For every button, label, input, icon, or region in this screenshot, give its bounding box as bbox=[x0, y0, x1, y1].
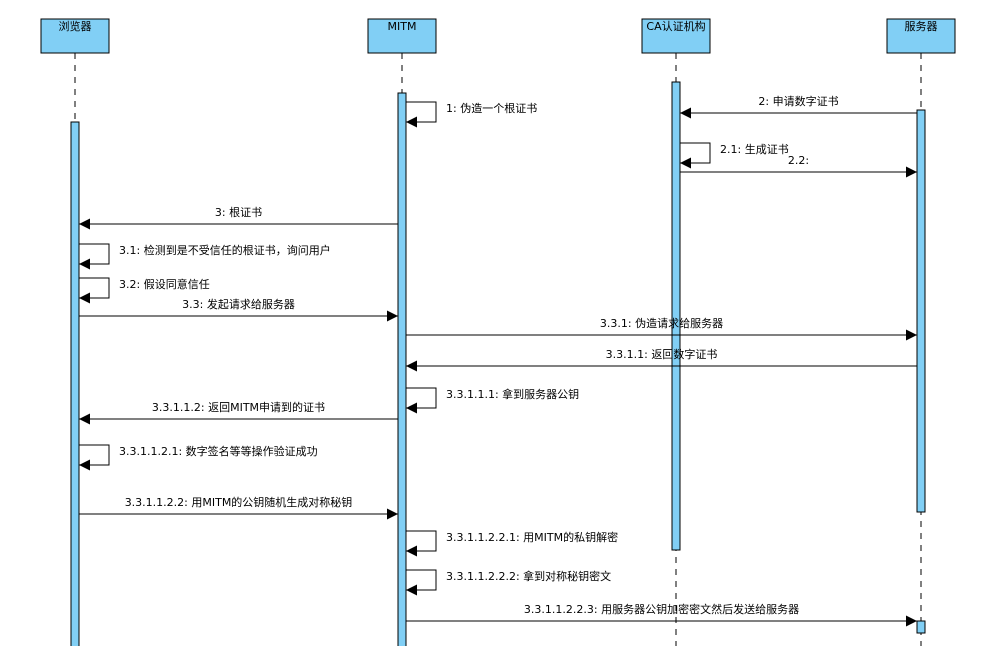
activation-bar bbox=[671, 81, 681, 551]
message-arrow: 2: 申请数字证书 bbox=[680, 94, 917, 119]
message-label: 3.3.1.1.2.1: 数字签名等等操作验证成功 bbox=[119, 444, 318, 458]
message-label: 2.2: bbox=[788, 154, 809, 167]
activation-bar bbox=[397, 92, 407, 646]
participant-label: 浏览器 bbox=[59, 19, 92, 33]
message-label: 3.3.1.1.2.2.1: 用MITM的私钥解密 bbox=[446, 530, 618, 544]
message-arrow: 3.3.1.1.2.2: 用MITM的公钥随机生成对称秘钥 bbox=[79, 495, 398, 520]
message-label: 3.3.1.1.2.2.2: 拿到对称秘钥密文 bbox=[446, 569, 611, 583]
self-message: 3.3.1.1.2.2.2: 拿到对称秘钥密文 bbox=[406, 569, 611, 596]
self-message: 2.1: 生成证书 bbox=[680, 142, 789, 169]
self-message: 3.2: 假设同意信任 bbox=[79, 277, 210, 304]
participant-label: CA认证机构 bbox=[646, 19, 705, 33]
message-arrow: 2.2: bbox=[680, 154, 917, 178]
message-label: 3.3: 发起请求给服务器 bbox=[182, 297, 295, 311]
self-message: 3.1: 检测到是不受信任的根证书，询问用户 bbox=[79, 243, 331, 270]
message-arrow: 3.3.1.1: 返回数字证书 bbox=[406, 347, 917, 372]
message-label: 3.3.1.1.2.2.3: 用服务器公钥加密密文然后发送给服务器 bbox=[524, 602, 799, 616]
message-arrow: 3.3.1: 伪造请求给服务器 bbox=[406, 316, 917, 341]
message-label: 3.2: 假设同意信任 bbox=[119, 277, 210, 291]
message-label: 2: 申请数字证书 bbox=[758, 94, 838, 108]
activation-bar bbox=[916, 620, 926, 634]
message-arrow: 3: 根证书 bbox=[79, 205, 398, 230]
activation-bar bbox=[70, 121, 80, 646]
participant-label: 服务器 bbox=[905, 20, 938, 33]
message-arrow: 3.3: 发起请求给服务器 bbox=[79, 297, 398, 322]
activation-bar bbox=[916, 109, 926, 513]
message-arrow: 3.3.1.1.2: 返回MITM申请到的证书 bbox=[79, 400, 398, 425]
message-label: 3.1: 检测到是不受信任的根证书，询问用户 bbox=[119, 243, 331, 257]
self-message: 3.3.1.1.2.2.1: 用MITM的私钥解密 bbox=[406, 530, 618, 557]
participant-box: 服务器 bbox=[886, 18, 956, 54]
self-message: 3.3.1.1.1: 拿到服务器公钥 bbox=[406, 387, 579, 414]
message-label: 2.1: 生成证书 bbox=[720, 142, 789, 156]
message-arrow: 3.3.1.1.2.2.3: 用服务器公钥加密密文然后发送给服务器 bbox=[406, 602, 917, 627]
message-label: 3.3.1.1.2.2: 用MITM的公钥随机生成对称秘钥 bbox=[125, 495, 353, 509]
participant-box: 浏览器 bbox=[40, 18, 110, 54]
participant-label: MITM bbox=[388, 20, 417, 33]
message-label: 3.3.1.1.2: 返回MITM申请到的证书 bbox=[152, 400, 325, 414]
message-label: 3.3.1.1.1: 拿到服务器公钥 bbox=[446, 387, 579, 401]
message-label: 3: 根证书 bbox=[215, 205, 262, 219]
message-label: 3.3.1.1: 返回数字证书 bbox=[606, 347, 718, 361]
participant-box: MITM bbox=[367, 18, 437, 54]
self-message: 3.3.1.1.2.1: 数字签名等等操作验证成功 bbox=[79, 444, 318, 471]
message-label: 1: 伪造一个根证书 bbox=[446, 101, 537, 115]
participant-box: CA认证机构 bbox=[641, 18, 711, 54]
message-label: 3.3.1: 伪造请求给服务器 bbox=[600, 316, 723, 330]
self-message: 1: 伪造一个根证书 bbox=[406, 101, 537, 128]
